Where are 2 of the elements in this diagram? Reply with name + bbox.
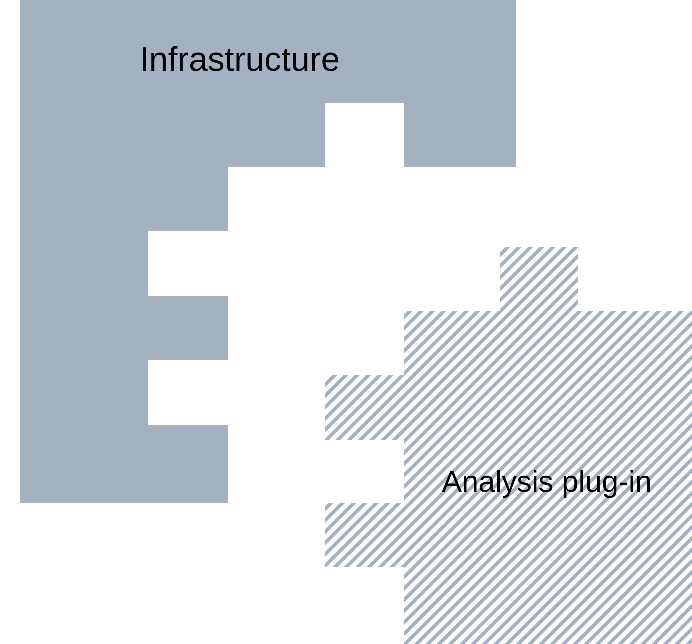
block-label: Analysis plug-in [440, 465, 654, 501]
block-label: Infrastructure [138, 40, 342, 81]
